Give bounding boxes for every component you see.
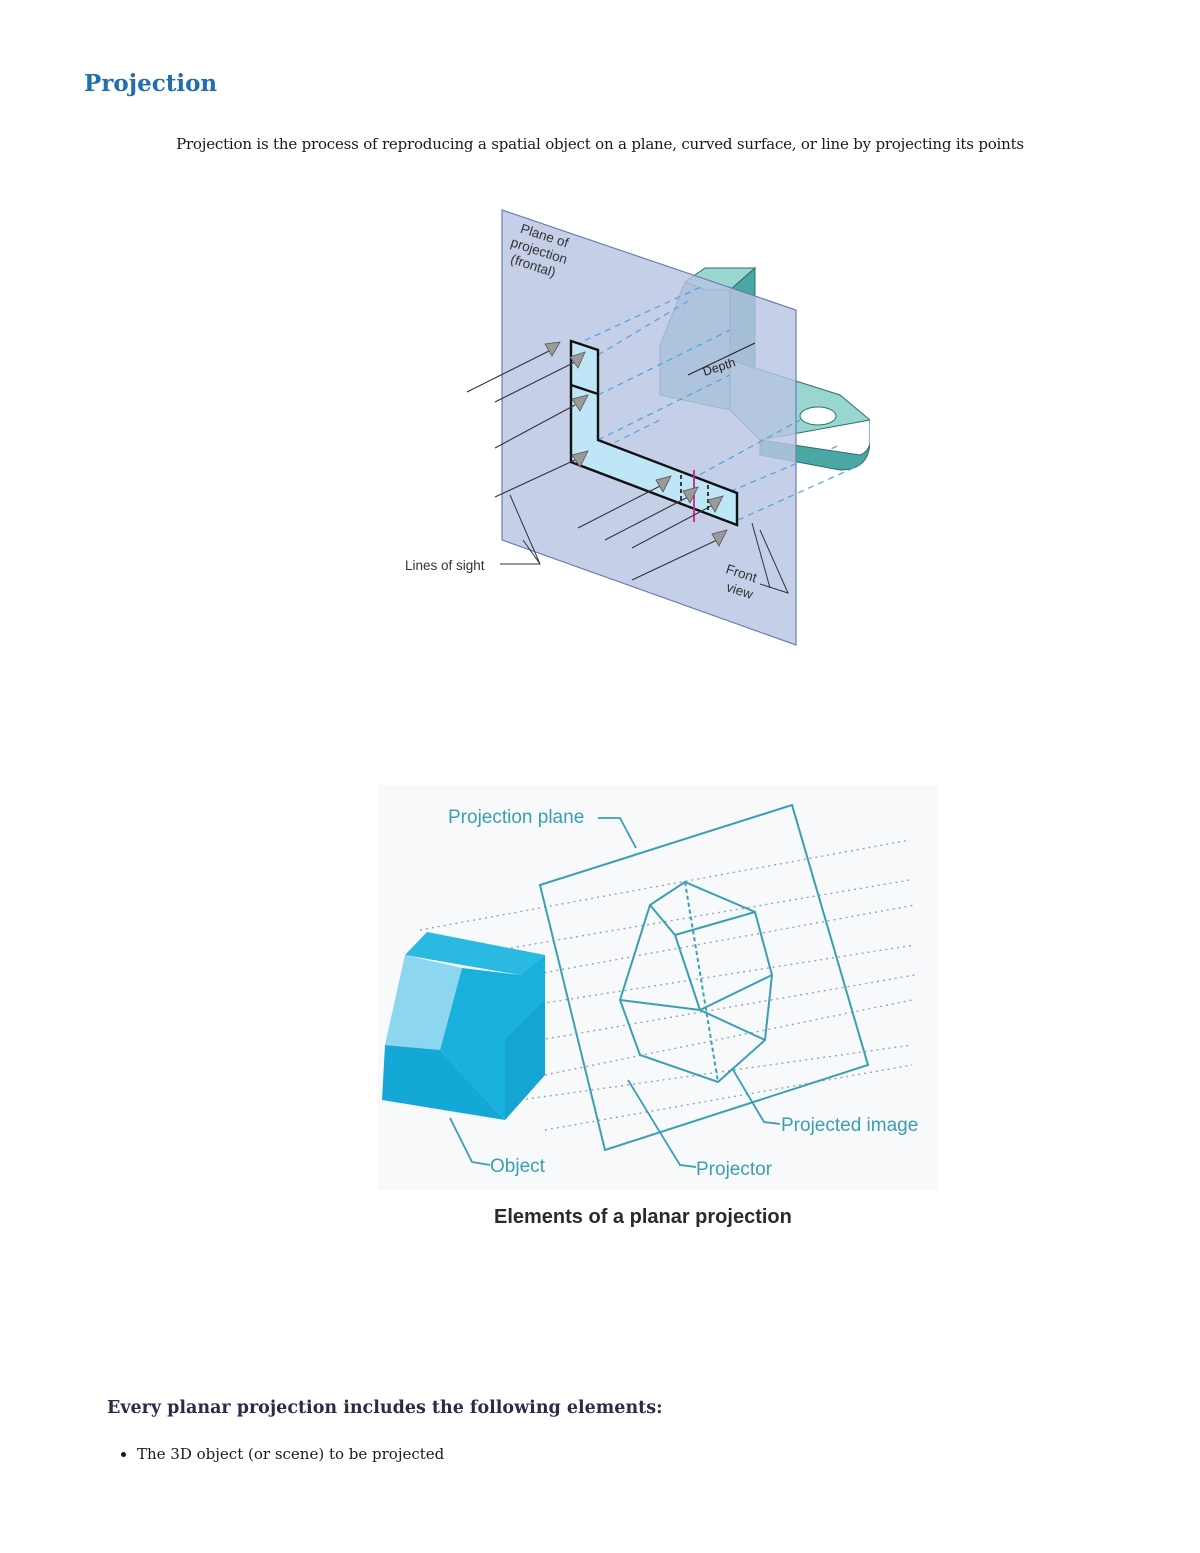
sight-arrowheads [544,341,728,547]
projection-plane [538,803,870,1152]
intro-paragraph: Projection is the process of reproducing… [176,135,1024,153]
frontal-projection-figure: Plane of projection (frontal) Depth Line… [405,209,870,646]
section-heading: Every planar projection includes the fol… [107,1398,663,1418]
figure-caption: Elements of a planar projection [494,1206,792,1228]
object-cube [382,932,545,1120]
lines-of-sight-label: Lines of sight [405,558,485,573]
projector-label: Projector [696,1159,773,1180]
planar-projection-figure: Projection plane Object Projector Projec… [378,785,938,1228]
projected-image [618,880,774,1084]
list-item: The 3D object (or scene) to be projected [137,1445,444,1463]
projection-lines [574,284,861,521]
elements-list: The 3D object (or scene) to be projected [115,1445,444,1463]
page-title: Projection [84,70,218,97]
projection-plane-label: Projection plane [448,807,584,828]
lines-of-sight [466,349,718,581]
object-label: Object [490,1156,546,1177]
projected-image-label: Projected image [781,1115,918,1136]
